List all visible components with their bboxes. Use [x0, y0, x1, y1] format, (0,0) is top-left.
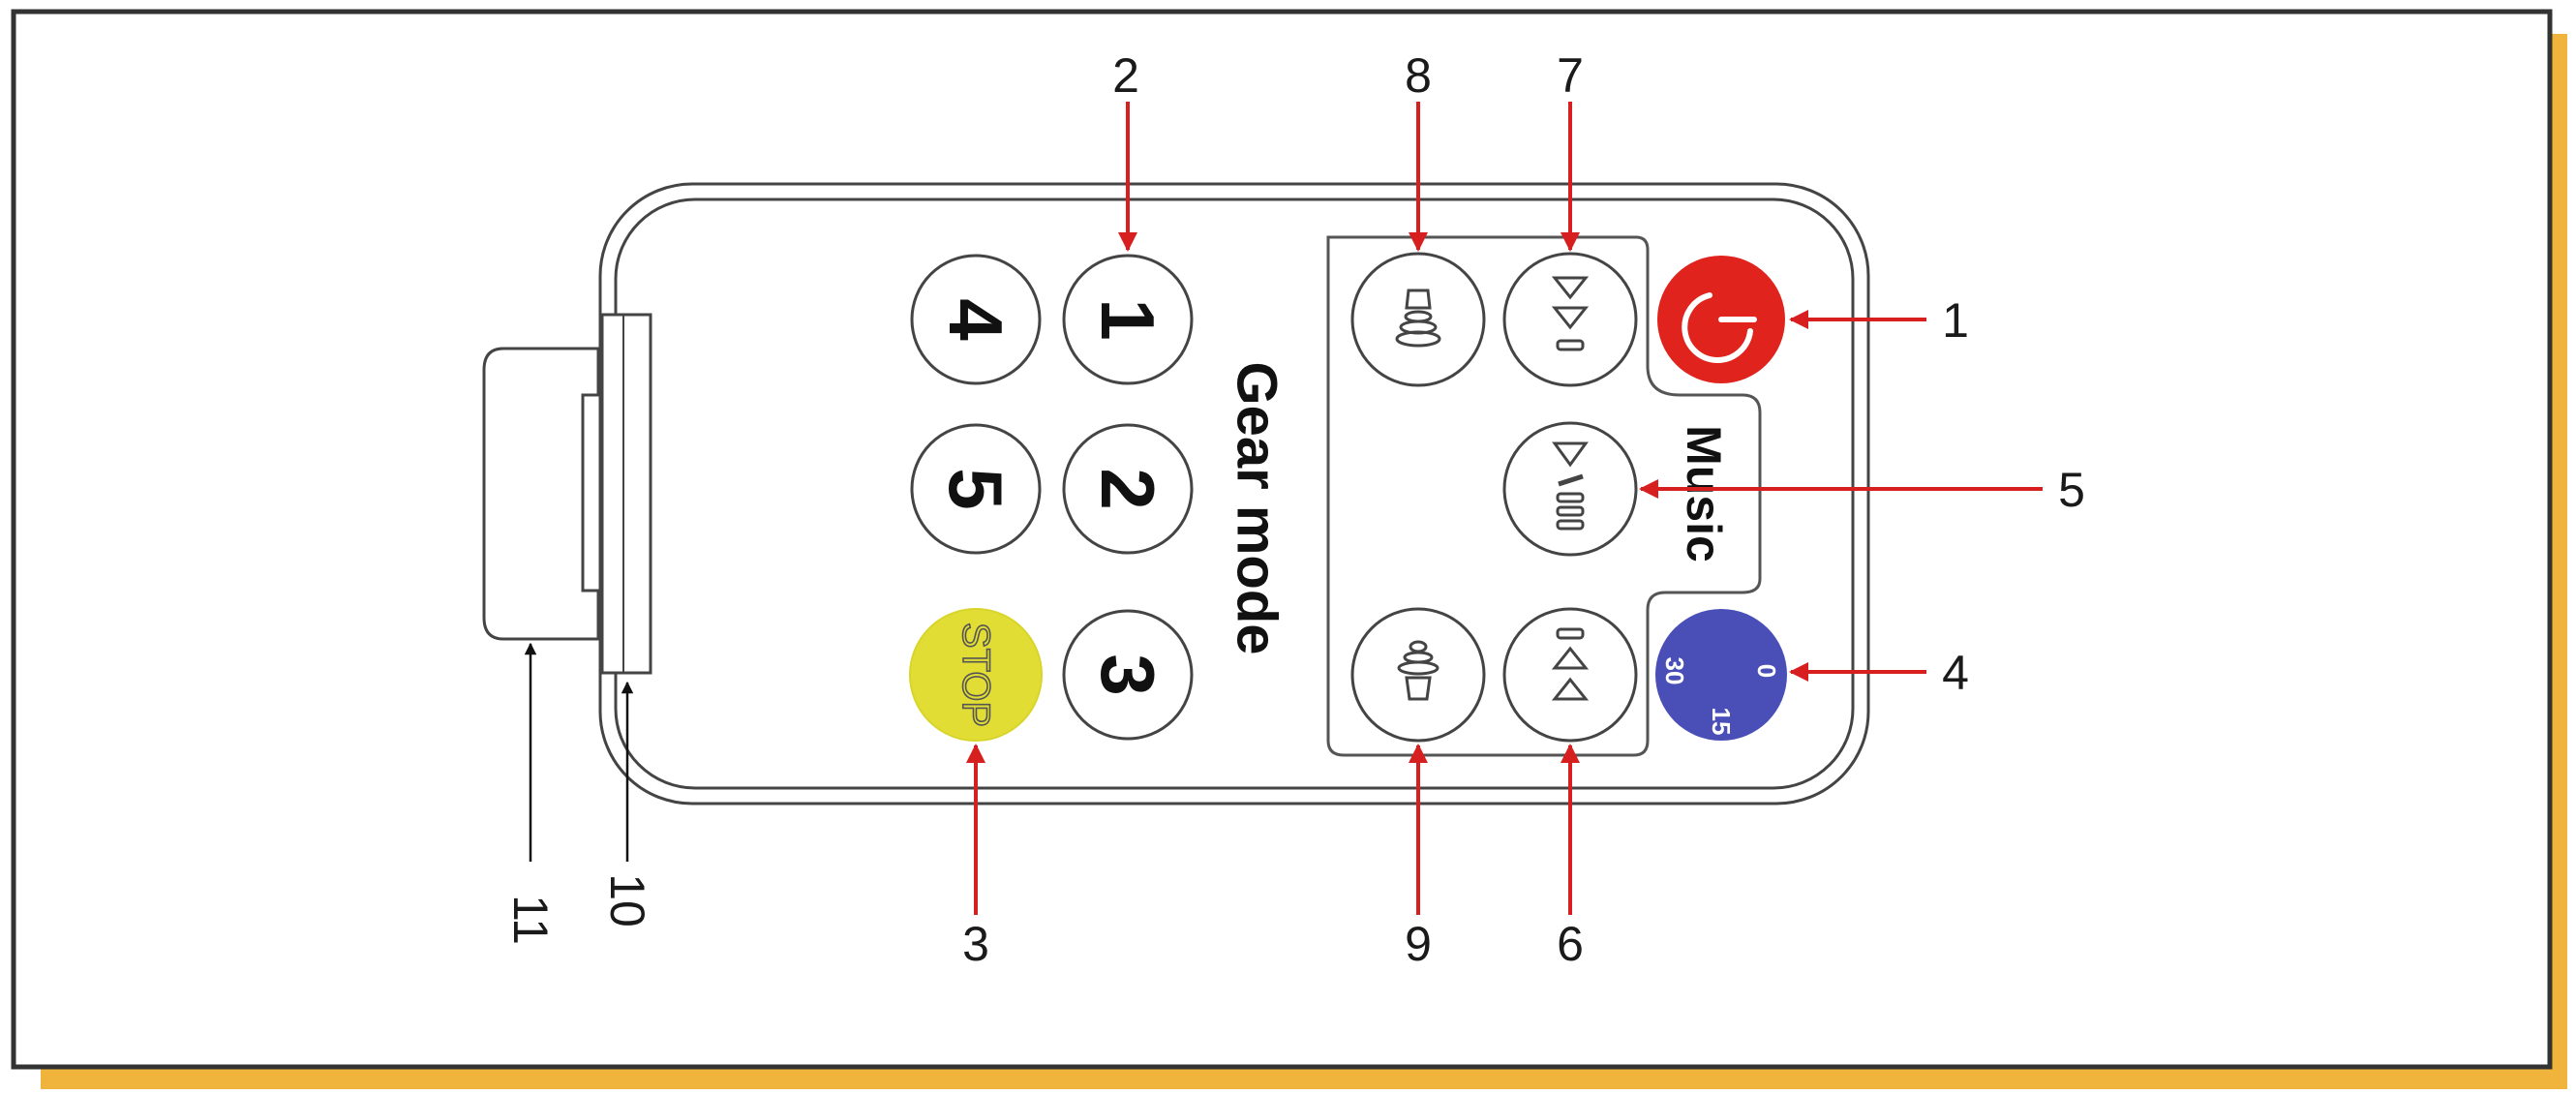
callout-8: 8: [1405, 48, 1432, 103]
gear-button-4[interactable]: 4: [910, 254, 1042, 385]
fast-forward-icon: [1551, 276, 1590, 351]
callout-9: 9: [1405, 917, 1432, 971]
gear-button-5-label: 5: [933, 468, 1018, 509]
timer-dial[interactable]: 0 15 30: [1655, 609, 1787, 741]
clip: [482, 347, 600, 641]
power-button[interactable]: [1657, 256, 1785, 383]
music-label: Music: [1677, 425, 1731, 562]
gear-button-5[interactable]: 5: [910, 423, 1042, 555]
callout-2: 2: [1112, 48, 1139, 103]
callout-11: 11: [503, 895, 558, 945]
callout-6: 6: [1557, 917, 1584, 971]
timer-dial-15: 15: [1707, 708, 1736, 736]
tilt-up-button[interactable]: [1350, 252, 1486, 387]
stop-button-label: STOP: [955, 623, 997, 727]
tilt-down-button[interactable]: [1350, 607, 1486, 743]
gear-button-2-label: 2: [1085, 468, 1170, 509]
gear-button-1[interactable]: 1: [1062, 254, 1194, 385]
timer-dial-30: 30: [1660, 657, 1689, 685]
timer-dial-0: 0: [1752, 664, 1781, 678]
callout-arrows-black: [524, 642, 634, 862]
play-pause-icon: [1552, 441, 1589, 531]
callout-7: 7: [1557, 48, 1584, 103]
tilt-down-icon: [1397, 640, 1440, 701]
power-icon: [1682, 292, 1757, 363]
callout-5: 5: [2058, 463, 2085, 517]
callout-1: 1: [1942, 293, 1969, 348]
gear-button-4-label: 4: [933, 298, 1018, 340]
gear-button-2[interactable]: 2: [1062, 423, 1194, 555]
previous-track-button[interactable]: [1502, 607, 1638, 743]
rewind-icon: [1551, 627, 1590, 701]
gear-button-3[interactable]: 3: [1062, 609, 1194, 741]
gear-button-1-label: 1: [1085, 298, 1170, 340]
callout-3: 3: [962, 917, 989, 971]
connector-strip: [600, 313, 652, 675]
next-track-button[interactable]: [1502, 252, 1638, 387]
stop-button[interactable]: STOP: [909, 608, 1043, 742]
callout-4: 4: [1942, 646, 1969, 700]
callout-10: 10: [600, 873, 654, 927]
tilt-up-icon: [1395, 289, 1441, 348]
gear-button-3-label: 3: [1085, 653, 1170, 695]
callout-arrows: [966, 102, 2043, 915]
play-pause-button[interactable]: [1502, 421, 1638, 557]
gear-mode-label: Gear mode: [1226, 362, 1288, 655]
